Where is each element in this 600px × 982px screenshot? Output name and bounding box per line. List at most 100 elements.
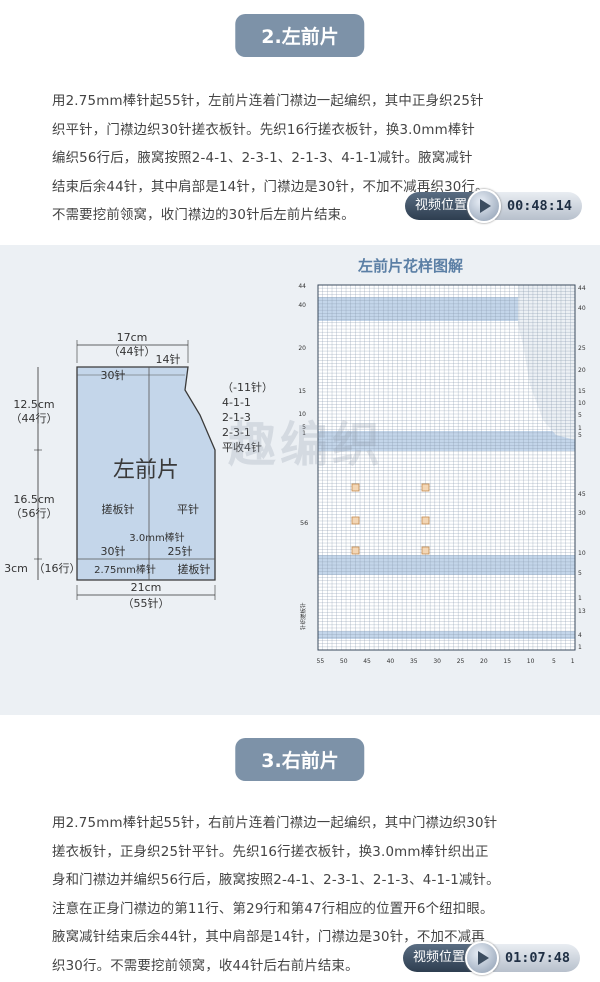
row-label-right: 1	[578, 425, 582, 432]
video-timestamp: 00:48:14	[495, 192, 583, 220]
play-icon[interactable]	[467, 189, 502, 223]
row-label-right: 5	[578, 412, 582, 419]
text-line: 用2.75mm棒针起55针，左前片连着门襟边一起编织，其中正身织25针	[52, 94, 484, 109]
row-label-left: 10	[298, 411, 306, 418]
row-label-right: 40	[578, 305, 586, 312]
watermark-logo: 趣编织	[228, 417, 385, 473]
row-label-right: 1	[578, 595, 582, 602]
height-middle-rows: （56行）	[11, 507, 58, 520]
col-label: 30	[433, 658, 441, 665]
shoulder-label: 14针	[156, 352, 181, 366]
row-label-left: 40	[298, 302, 306, 309]
col-label: 15	[503, 658, 511, 665]
row-label-left: 5	[302, 424, 306, 431]
text-line: 编织56行后，腋窝按照2-4-1、2-3-1、2-1-3、4-1-1减针。腋窝减…	[52, 151, 473, 166]
row-label-right: 13	[578, 608, 586, 615]
col-label: 45	[363, 658, 371, 665]
band-stitch-label: 搓板针	[102, 502, 135, 516]
buttonhole-marker	[351, 516, 360, 525]
height-middle-label: 16.5cm	[13, 493, 54, 506]
dec-line: 4-1-1	[222, 396, 251, 409]
bottom-body-stitches: 25针	[168, 544, 193, 558]
row-label-left: 20	[298, 345, 306, 352]
armhole-cutout	[518, 285, 575, 440]
text-line: 结束后余44针，其中肩部是14针，门襟边是30针，不加不减再织30行。	[52, 179, 489, 195]
col-label: 50	[340, 658, 348, 665]
stitch-chart-grid	[317, 284, 576, 651]
row-label-right: 25	[578, 345, 586, 352]
text-line: 搓衣板针，正身织25针平针。先织16行搓衣板针，换3.0mm棒针织出正	[52, 844, 489, 860]
chart-title: 左前片花样图解	[358, 257, 464, 275]
buttonhole-marker	[351, 483, 360, 492]
piece-name: 左前片	[113, 458, 179, 483]
rib-needle-label: 2.75mm棒针	[94, 563, 156, 576]
video-position-button[interactable]: 视频位置 00:48:14	[405, 189, 587, 223]
dec-line: 2-3-1	[222, 426, 251, 439]
buttonhole-marker	[421, 483, 430, 492]
side-label-56: 56	[300, 519, 308, 527]
row-label-right: 10	[578, 400, 586, 407]
dec-line: 2-1-3	[222, 411, 251, 424]
piece-outline	[76, 366, 216, 581]
bottom-band-stitches: 30针	[101, 544, 126, 558]
buttonhole-marker	[421, 516, 430, 525]
text-line: 用2.75mm棒针起55针，右前片连着门襟边一起编织，其中门襟边织30针	[52, 816, 498, 831]
text-line: 注意在正身门襟边的第11行、第29行和第47行相应的位置开6个纽扣眼。	[52, 901, 494, 917]
row-label-right: 10	[578, 550, 586, 557]
row-label-left: 1	[302, 430, 306, 437]
section-title-left-front: 2.左前片	[235, 14, 365, 57]
text-line: 织30行。不需要挖前领窝，收44针后右前片结束。	[52, 958, 359, 974]
video-timestamp: 01:07:48	[493, 944, 581, 972]
row-label-right: 5	[578, 432, 582, 439]
row-label-right: 45	[578, 491, 586, 498]
text-line: 织平针，门襟边织30针搓衣板针。先织16行搓衣板针，换3.0mm棒针	[52, 122, 476, 138]
row-label-right: 44	[578, 285, 586, 292]
height-rib-label: 3cm	[4, 562, 28, 575]
schematic-and-chart: 17cm （44针） 14针 30针 12.5cm （44行） 16.5cm （…	[4, 283, 586, 665]
col-label: 40	[387, 658, 395, 665]
row-label-right: 15	[578, 388, 586, 395]
stitch-chart-labels: 4440201510514440252015105154530105113415…	[298, 283, 585, 665]
row-label-right: 30	[578, 510, 586, 517]
height-rib-rows: （16行）	[34, 562, 81, 575]
video-position-label: 视频位置	[403, 944, 476, 972]
rib-stitch-label: 搓板针	[178, 562, 211, 576]
plain-band	[318, 631, 575, 639]
play-icon[interactable]	[465, 941, 500, 975]
video-position-label: 视频位置	[405, 192, 478, 220]
row-label-left: 15	[298, 388, 306, 395]
top-width-label: 17cm	[117, 331, 148, 344]
height-upper-rows: （44行）	[11, 412, 58, 425]
row-label-right: 5	[578, 570, 582, 577]
top-width-stitches: （44针）	[109, 344, 156, 358]
section-title-right-front: 3.右前片	[235, 738, 365, 781]
body-stitch-label: 平针	[177, 502, 199, 516]
row-label-right: 1	[578, 644, 582, 651]
col-label: 55	[317, 658, 325, 665]
needle-label: 3.0mm棒针	[129, 531, 184, 544]
bottom-width-stitches: （55针）	[123, 596, 170, 610]
row-label-left: 44	[298, 283, 306, 290]
right-front-instructions: 用2.75mm棒针起55针，右前片连着门襟边一起编织，其中门襟边织30针 搓衣板…	[52, 810, 572, 981]
band-top-label: 30针	[101, 368, 126, 382]
buttonhole-marker	[351, 546, 360, 555]
text-line: 不需要挖前领窝，收门襟边的30针后左前片结束。	[52, 208, 355, 223]
col-label: 10	[527, 658, 535, 665]
text-line: 身和门襟边并编织56行后，腋窝按照2-4-1、2-3-1、2-1-3、4-1-1…	[52, 873, 500, 888]
col-label: 1	[571, 658, 575, 665]
height-upper-label: 12.5cm	[13, 398, 54, 411]
buttonhole-marker	[421, 546, 430, 555]
col-label: 5	[552, 658, 556, 665]
col-label: 20	[480, 658, 488, 665]
col-label: 25	[457, 658, 465, 665]
bottom-width-label: 21cm	[131, 581, 162, 594]
dec-line: 平收4针	[222, 440, 262, 454]
row-label-right: 4	[578, 632, 582, 639]
side-label-rib: 针织搓板针	[299, 602, 307, 630]
dec-total: （-11针）	[222, 380, 273, 394]
text-line: 腋窝减针结束后余44针，其中肩部是14针，门襟边是30针，不加不减再	[52, 930, 485, 945]
row-label-right: 20	[578, 367, 586, 374]
video-position-button[interactable]: 视频位置 01:07:48	[403, 941, 585, 975]
schematic-piece: 17cm （44针） 14针 30针 12.5cm （44行） 16.5cm （…	[4, 331, 273, 610]
col-label: 35	[410, 658, 418, 665]
